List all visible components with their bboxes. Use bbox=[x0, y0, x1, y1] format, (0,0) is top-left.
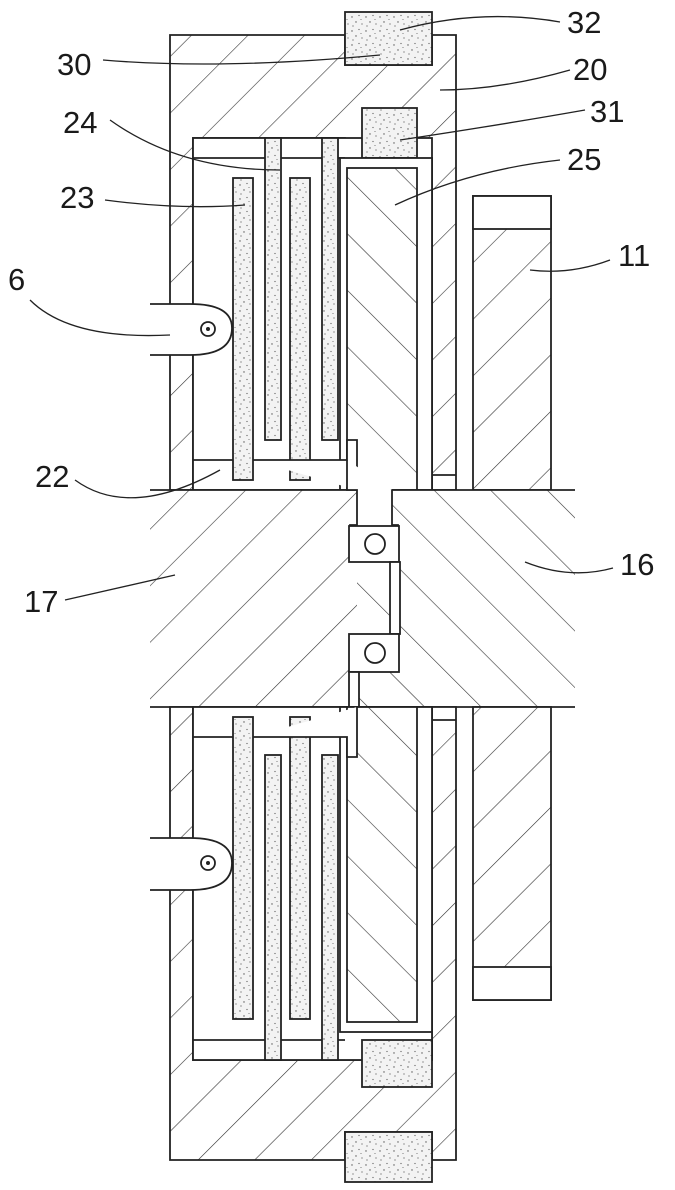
label-25: 25 bbox=[567, 142, 601, 177]
hub-22-lower bbox=[253, 707, 358, 758]
friction-plate-24-lower-a bbox=[264, 754, 282, 1061]
pressure-plate-25-lower bbox=[339, 706, 433, 1033]
label-17: 17 bbox=[24, 584, 58, 619]
friction-plate-24-upper-a bbox=[264, 137, 282, 441]
outer-ring-11-lower bbox=[472, 706, 552, 1001]
seal-31-lower bbox=[361, 1039, 433, 1088]
actuator-6-upper bbox=[150, 303, 233, 356]
friction-plate-23-lower-b bbox=[289, 716, 311, 1020]
seal-31-upper bbox=[361, 107, 418, 159]
shaft-16 bbox=[357, 490, 575, 707]
label-11: 11 bbox=[618, 238, 650, 273]
leader-lines bbox=[29, 15, 614, 601]
bearing-channel bbox=[346, 460, 401, 708]
label-30: 30 bbox=[57, 47, 91, 82]
label-24: 24 bbox=[63, 105, 97, 140]
bearing-ball-lower bbox=[364, 642, 386, 664]
actuator-6-lower bbox=[150, 837, 233, 891]
bearing-ball-upper bbox=[364, 533, 386, 555]
reference-numerals: 32 30 20 24 31 25 23 11 6 22 16 17 bbox=[8, 5, 654, 619]
label-23: 23 bbox=[60, 180, 94, 215]
friction-plate-23-lower-a bbox=[232, 716, 254, 1020]
seal-32-top bbox=[344, 11, 433, 66]
friction-plate-23-upper-a bbox=[232, 177, 254, 481]
label-6: 6 bbox=[8, 262, 25, 297]
shaft-17 bbox=[150, 490, 357, 707]
label-20: 20 bbox=[573, 52, 607, 87]
label-31: 31 bbox=[590, 94, 624, 129]
label-22: 22 bbox=[35, 459, 69, 494]
label-16: 16 bbox=[620, 547, 654, 582]
friction-plate-24-upper-b bbox=[321, 137, 339, 441]
outer-ring-11-upper bbox=[472, 195, 552, 491]
pressure-plate-25-upper bbox=[339, 157, 433, 491]
seal-32-bottom bbox=[344, 1131, 433, 1183]
label-32: 32 bbox=[567, 5, 601, 40]
friction-plate-23-upper-b bbox=[289, 177, 311, 481]
hub-22-upper bbox=[253, 439, 358, 490]
friction-plate-24-lower-b bbox=[321, 754, 339, 1061]
